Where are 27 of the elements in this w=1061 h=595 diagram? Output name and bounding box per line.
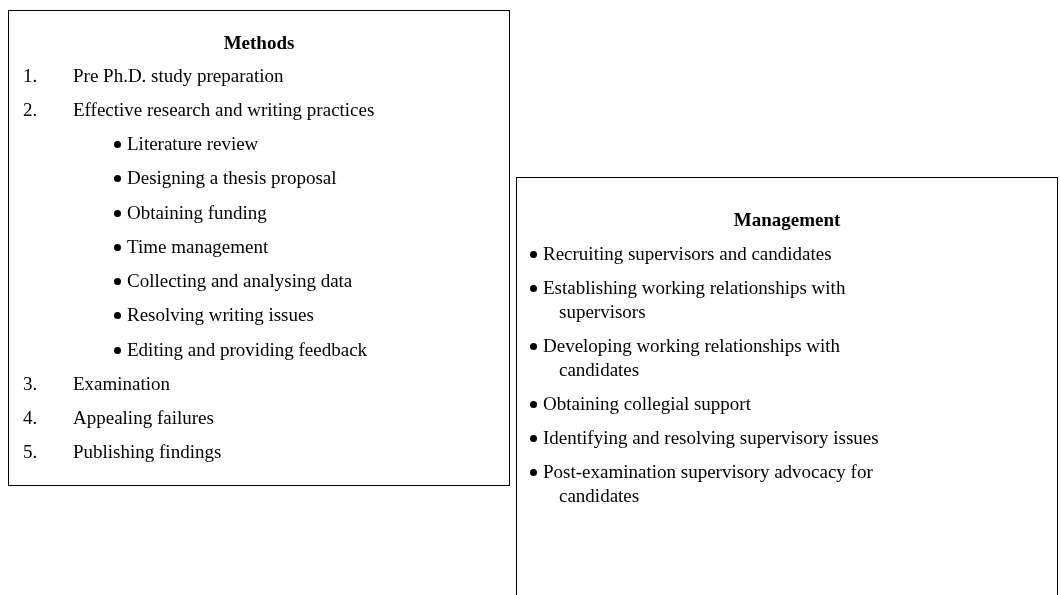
list-item: Resolving writing issues [127,303,314,327]
text-panel [516,177,1058,595]
panel-heading: Management [732,208,842,232]
list-item: Post-examination supervisory advocacy for candidates [543,460,874,508]
list-item: Developing working relationships with candidates [543,334,842,382]
list-number: 4. [23,406,38,430]
list-number: 5. [23,440,38,464]
list-item: Publishing findings [73,440,222,464]
list-item: Examination [73,372,171,396]
list-item: Establishing working relationships with supervisors [543,276,847,324]
list-item: Time management [127,235,269,259]
list-item: Pre Ph.D. study preparation [73,64,284,88]
list-number: 2. [23,98,38,122]
list-item: Collecting and analysing data [127,269,353,293]
list-item: Editing and providing feedback [127,338,368,362]
list-number: 3. [23,372,38,396]
panel-heading: Methods [222,31,296,55]
list-item: Identifying and resolving supervisory issues [543,426,880,450]
list-item: Appealing failures [73,406,214,430]
list-item: Literature review [127,132,259,156]
list-item: Designing a thesis proposal [127,166,337,190]
list-item: Recruiting supervisors and candidates [543,242,833,266]
text-panel [8,10,510,486]
list-number: 1. [23,64,38,88]
list-item: Effective research and writing practices [73,98,375,122]
list-item: Obtaining funding [127,201,267,225]
list-item: Obtaining collegial support [543,392,752,416]
